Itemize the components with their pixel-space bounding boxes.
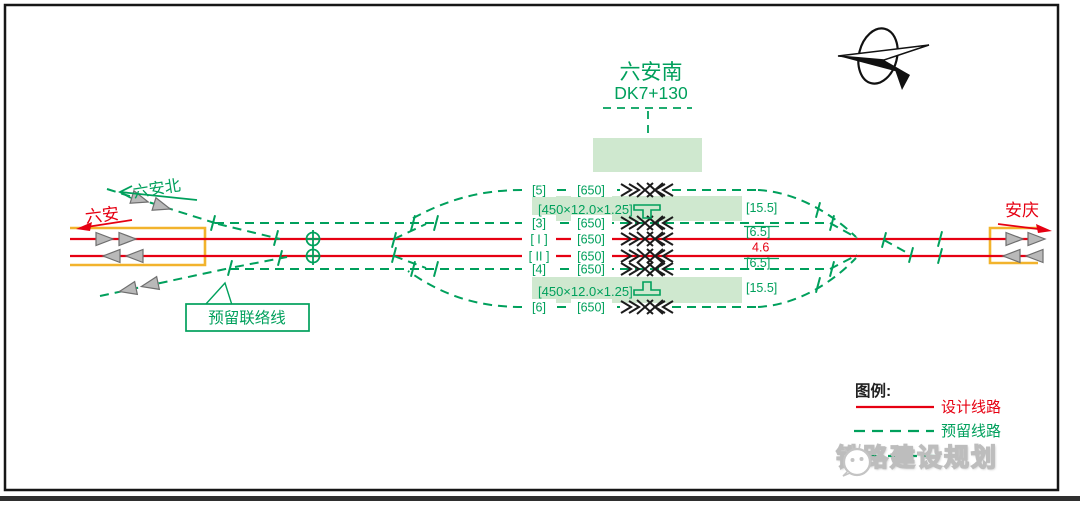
dir-luan: 六安 — [84, 204, 120, 227]
track-6-id: [6] — [532, 301, 546, 315]
reserved-link-callout: 预留联络线 — [185, 281, 310, 332]
platform-section-glyphs — [633, 204, 661, 296]
station-building — [593, 138, 702, 172]
dir-anqing: 安庆 — [1005, 201, 1039, 220]
track-5-len: [650] — [577, 184, 605, 198]
track-4-len: [650] — [577, 263, 605, 277]
reserved-lines — [99, 107, 912, 308]
clearance-overlines — [744, 225, 779, 260]
legend-label-design: 设计线路 — [941, 399, 1001, 416]
track-I-id: [ I ] — [530, 233, 547, 247]
reserved-link-label: 预留联络线 — [208, 309, 286, 327]
dir-anqing-arrowhead — [1036, 224, 1052, 233]
wechat-watermark-icon — [842, 443, 872, 477]
station-milepost: DK7+130 — [614, 83, 688, 103]
platform-upper-offset: [15.5] — [746, 201, 777, 215]
north-compass-icon — [837, 27, 930, 90]
clearance-lower: [6.5] — [746, 256, 770, 270]
track-II-len: [650] — [577, 250, 605, 264]
watermark: 铁路建设规划 — [835, 438, 998, 477]
legend: 图例: 设计线路 预留线路 — [852, 381, 1001, 458]
dir-luan-arrowhead — [76, 222, 92, 231]
drawing-frame — [0, 3, 1080, 501]
track-6-len: [650] — [577, 301, 605, 315]
legend-title: 图例: — [855, 381, 891, 400]
clearance-labels: [6.5] 4.6 [6.5] — [746, 225, 770, 270]
track-5-left-curve — [407, 189, 523, 222]
track-3-len: [650] — [577, 217, 605, 231]
platform-lower-offset: [15.5] — [746, 281, 777, 295]
right-yellow-bracket — [988, 226, 1038, 265]
legend-label-reserved: 预留线路 — [941, 423, 1001, 440]
platform-upper-size: [450×12.0×1.25] — [538, 202, 633, 217]
platform-labels: [450×12.0×1.25] [15.5] [450×12.0×1.25] [… — [538, 201, 777, 299]
track-spacing: 4.6 — [752, 241, 769, 255]
track-II-id: [ II ] — [529, 250, 550, 264]
right-crossover — [883, 239, 912, 256]
clearance-upper: [6.5] — [746, 225, 770, 239]
station-label: 六安南 DK7+130 — [614, 61, 688, 103]
track-5-id: [5] — [532, 184, 546, 198]
platform-lower-size: [450×12.0×1.25] — [538, 284, 633, 299]
track-4-id: [4] — [532, 263, 546, 277]
station-name: 六安南 — [620, 61, 683, 84]
track-row-labels: [5] [650] [3] [650] [ I ] [650] [ II ] [… — [529, 184, 605, 315]
label-masks — [522, 182, 612, 314]
track-I-len: [650] — [577, 233, 605, 247]
track-3-id: [3] — [532, 217, 546, 231]
joint-circle-symbols — [305, 230, 321, 265]
left-yellow-bracket — [70, 226, 207, 267]
track-6-left-curve — [407, 270, 523, 308]
